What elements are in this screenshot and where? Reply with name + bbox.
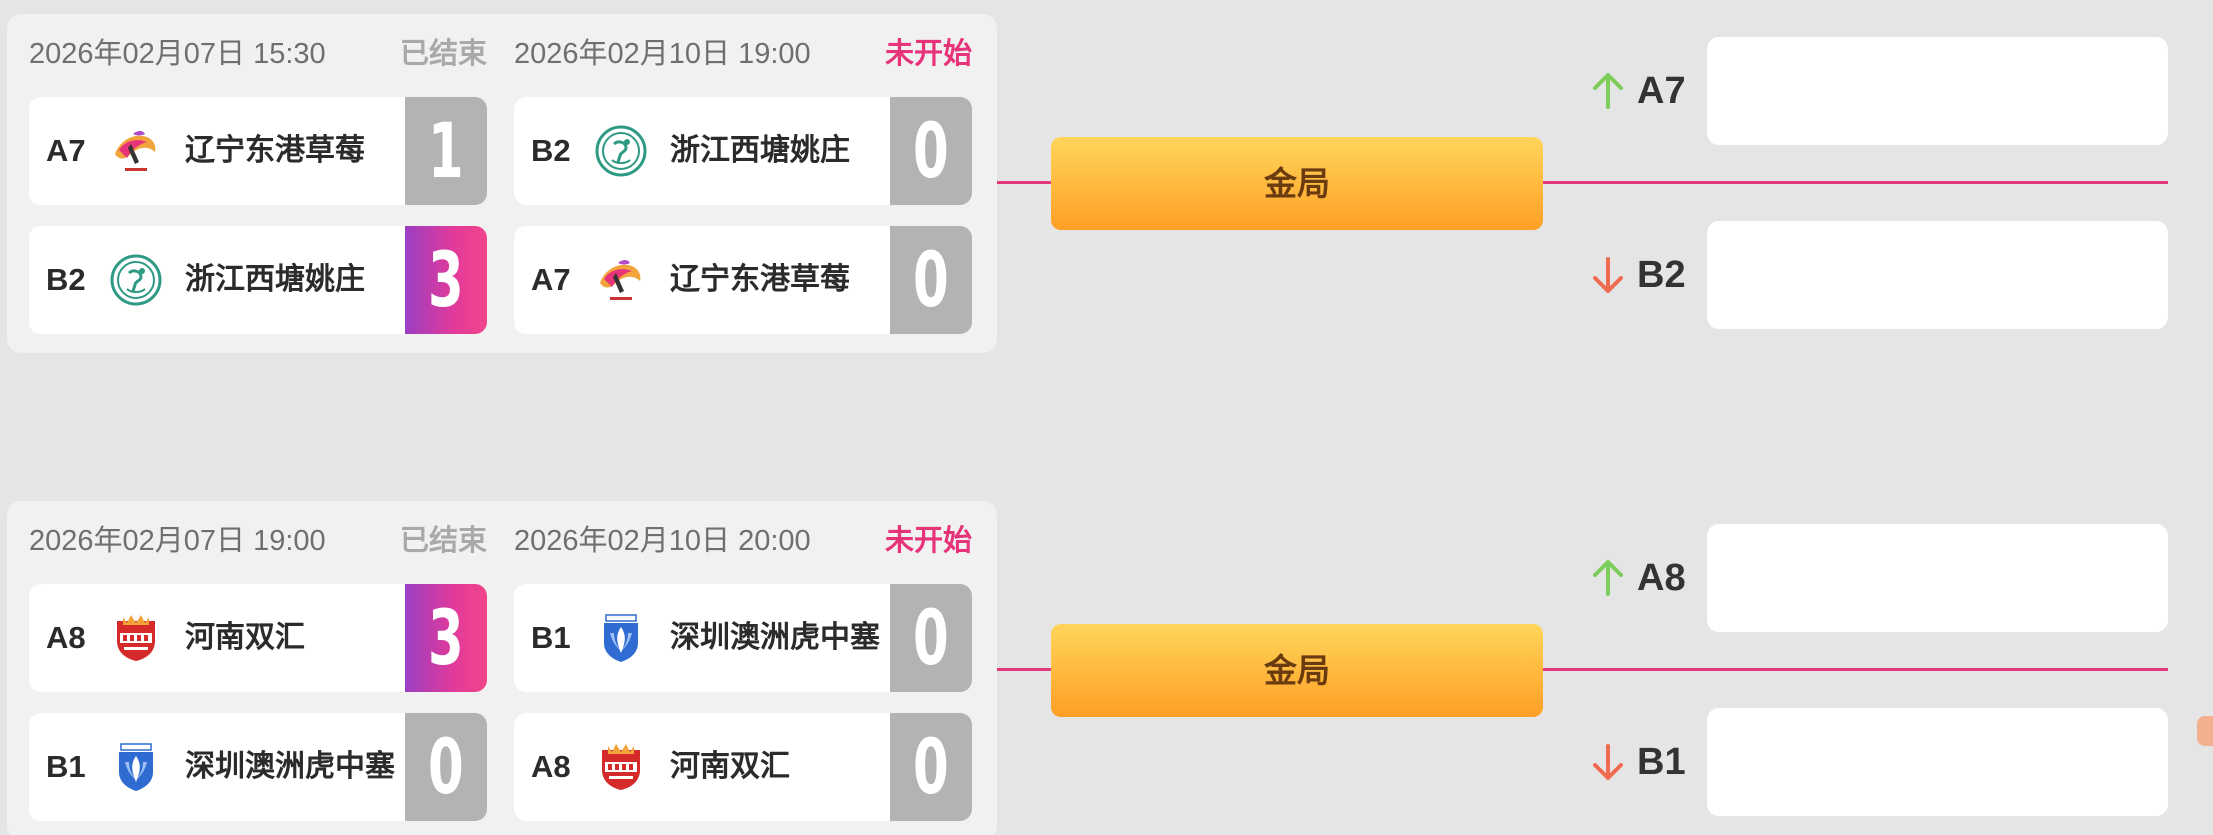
bracket-connector [997, 181, 1051, 184]
team-seed: A7 [531, 262, 571, 297]
team-seed: B2 [46, 262, 86, 297]
arrow-down-icon [1590, 742, 1626, 782]
liaoning-logo-icon [109, 124, 163, 178]
score-value: 0 [913, 593, 949, 682]
team-name: 浙江西塘姚庄 [670, 134, 850, 167]
match-date: 2026年02月10日 20:00 [514, 525, 811, 557]
match-leg-1[interactable]: 2026年02月07日 19:00 已结束 A8 河南双汇 3 B1 深圳澳洲虎… [29, 501, 487, 835]
score-value: 0 [428, 722, 464, 811]
team-score-winner: 3 [405, 226, 487, 334]
team-name: 河南双汇 [670, 750, 790, 783]
team-row[interactable]: A7 辽宁东港草莓 1 [29, 97, 487, 205]
team-row[interactable]: A8 河南双汇 0 [514, 713, 972, 821]
match-leg-2[interactable]: 2026年02月10日 20:00 未开始 B1 深圳澳洲虎中塞 0 A8 河南… [514, 501, 972, 835]
team-score: 0 [890, 584, 972, 692]
match-leg-1[interactable]: 2026年02月07日 15:30 已结束 A7 辽宁东港草莓 1 B2 浙江西… [29, 14, 487, 353]
leg-header: 2026年02月10日 20:00 未开始 [514, 521, 972, 561]
shenzhen-logo-icon [594, 611, 648, 665]
team-name: 辽宁东港草莓 [185, 134, 365, 167]
score-value: 0 [913, 722, 949, 811]
team-seed: B1 [46, 749, 86, 784]
score-value: 0 [913, 106, 949, 195]
leg-header: 2026年02月10日 19:00 未开始 [514, 34, 972, 74]
match-date: 2026年02月07日 15:30 [29, 38, 326, 70]
result-slot-advance[interactable]: A8 [1590, 524, 2168, 632]
zhejiang-logo-icon [594, 124, 648, 178]
score-value: 0 [913, 235, 949, 324]
arrow-down-icon [1590, 255, 1626, 295]
result-team-box[interactable] [1707, 524, 2168, 632]
team-row[interactable]: B1 深圳澳洲虎中塞 0 [514, 584, 972, 692]
result-team-box[interactable] [1707, 221, 2168, 329]
team-name: 深圳澳洲虎中塞 [185, 750, 395, 783]
golden-set-button[interactable]: 金局 [1051, 137, 1543, 230]
team-row[interactable]: B1 深圳澳洲虎中塞 0 [29, 713, 487, 821]
team-name: 河南双汇 [185, 621, 305, 654]
bracket-connector [1543, 668, 2168, 671]
result-seed: B1 [1637, 741, 1686, 783]
henan-logo-icon [594, 740, 648, 794]
team-score: 0 [890, 97, 972, 205]
team-row[interactable]: A8 河南双汇 3 [29, 584, 487, 692]
team-score: 0 [890, 713, 972, 821]
leg-header: 2026年02月07日 19:00 已结束 [29, 521, 487, 561]
bracket-connector [997, 668, 1051, 671]
team-name: 辽宁东港草莓 [670, 263, 850, 296]
match-status-badge: 未开始 [884, 38, 972, 70]
arrow-up-icon [1590, 558, 1626, 598]
match-status-badge: 已结束 [399, 38, 487, 70]
team-seed: A8 [46, 620, 86, 655]
arrow-up-icon [1590, 71, 1626, 111]
result-team-box[interactable] [1707, 37, 2168, 145]
team-seed: B2 [531, 133, 571, 168]
matchup-group-1: 2026年02月07日 15:30 已结束 A7 辽宁东港草莓 1 B2 浙江西… [0, 0, 2213, 360]
team-seed: B1 [531, 620, 571, 655]
team-score: 0 [405, 713, 487, 821]
match-panel: 2026年02月07日 19:00 已结束 A8 河南双汇 3 B1 深圳澳洲虎… [7, 501, 997, 835]
zhejiang-logo-icon [109, 253, 163, 307]
team-score-winner: 3 [405, 584, 487, 692]
team-seed: A7 [46, 133, 86, 168]
team-row[interactable]: B2 浙江西塘姚庄 0 [514, 97, 972, 205]
bracket-connector [1543, 181, 2168, 184]
result-seed: A8 [1637, 557, 1686, 599]
match-status-badge: 未开始 [884, 525, 972, 557]
result-slot-relegate[interactable]: B2 [1590, 221, 2168, 329]
result-seed: B2 [1637, 254, 1686, 296]
match-status-badge: 已结束 [399, 525, 487, 557]
side-float-tab[interactable] [2197, 716, 2213, 746]
score-value: 1 [428, 106, 464, 195]
team-row[interactable]: A7 辽宁东港草莓 0 [514, 226, 972, 334]
result-seed: A7 [1637, 70, 1686, 112]
team-row[interactable]: B2 浙江西塘姚庄 3 [29, 226, 487, 334]
shenzhen-logo-icon [109, 740, 163, 794]
match-leg-2[interactable]: 2026年02月10日 19:00 未开始 B2 浙江西塘姚庄 0 A7 辽宁东… [514, 14, 972, 353]
score-value: 3 [428, 235, 464, 324]
matchup-group-2: 2026年02月07日 19:00 已结束 A8 河南双汇 3 B1 深圳澳洲虎… [0, 487, 2213, 835]
golden-set-button[interactable]: 金局 [1051, 624, 1543, 717]
result-team-box[interactable] [1707, 708, 2168, 816]
henan-logo-icon [109, 611, 163, 665]
match-date: 2026年02月10日 19:00 [514, 38, 811, 70]
team-score: 0 [890, 226, 972, 334]
team-seed: A8 [531, 749, 571, 784]
leg-header: 2026年02月07日 15:30 已结束 [29, 34, 487, 74]
match-panel: 2026年02月07日 15:30 已结束 A7 辽宁东港草莓 1 B2 浙江西… [7, 14, 997, 353]
team-score: 1 [405, 97, 487, 205]
liaoning-logo-icon [594, 253, 648, 307]
result-slot-advance[interactable]: A7 [1590, 37, 2168, 145]
team-name: 浙江西塘姚庄 [185, 263, 365, 296]
team-name: 深圳澳洲虎中塞 [670, 621, 880, 654]
match-date: 2026年02月07日 19:00 [29, 525, 326, 557]
score-value: 3 [428, 593, 464, 682]
result-slot-relegate[interactable]: B1 [1590, 708, 2168, 816]
